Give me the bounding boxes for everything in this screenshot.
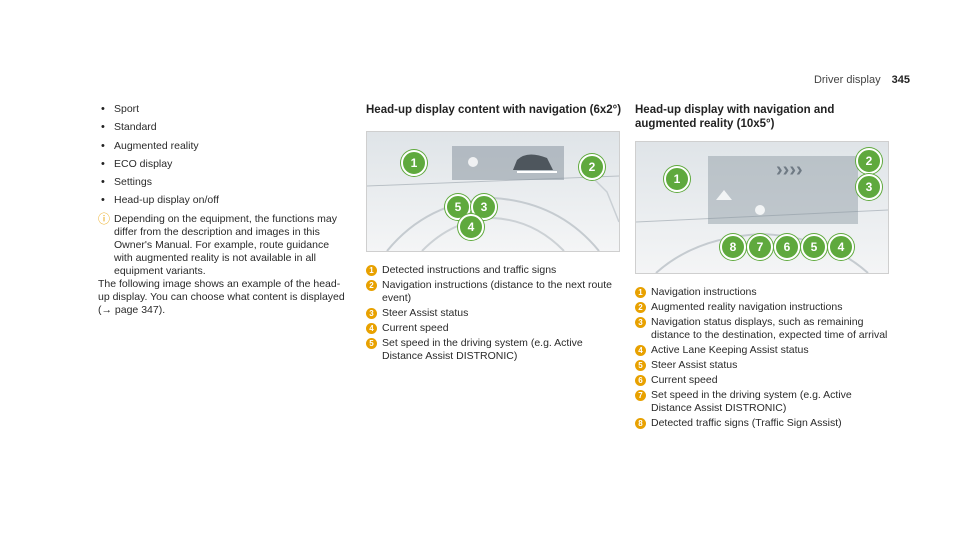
legend-text: Active Lane Keeping Assist status: [651, 344, 809, 356]
legend-item: 3 Navigation status displays, such as rem…: [635, 316, 895, 342]
page-number: 345: [891, 74, 910, 86]
legend-text: Set speed in the driving system (e.g. Ac…: [382, 337, 583, 362]
legend-item: 6 Current speed: [635, 374, 895, 387]
note-icon: ⓘ: [98, 211, 111, 226]
figure-legend: 1 Detected instructions and traffic signs…: [366, 264, 622, 363]
list-item: Sport: [98, 103, 350, 116]
legend-number: 4: [366, 323, 377, 334]
legend-item: 4 Current speed: [366, 322, 622, 335]
legend-item: 2 Augmented reality navigation instructio…: [635, 301, 895, 314]
legend-number: 1: [366, 265, 377, 276]
menu-option-list: Sport Standard Augmented reality ECO dis…: [98, 103, 350, 207]
hud-figure-6x2: 1 2 5 3 4: [366, 131, 620, 252]
legend-item: 4 Active Lane Keeping Assist status: [635, 344, 895, 357]
note-text: Depending on the equipment, the function…: [114, 212, 337, 277]
figure-legend: 1 Navigation instructions 2 Augmented real…: [635, 286, 895, 430]
hud-figure-10x5: ›››› 1 2 3 8 7 6 5 4: [635, 141, 889, 274]
legend-text: Set speed in the driving system (e.g. Ac…: [651, 389, 852, 414]
list-item: Settings: [98, 176, 350, 189]
legend-number: 2: [635, 302, 646, 313]
legend-item: 8 Detected traffic signs (Traffic Sign As…: [635, 417, 895, 430]
legend-number: 8: [635, 418, 646, 429]
legend-text: Augmented reality navigation instruction…: [651, 301, 843, 313]
section-heading: Head-up display with navigation and augm…: [635, 104, 835, 130]
legend-item: 5 Set speed in the driving system (e.g. A…: [366, 337, 622, 363]
paragraph: The following image shows an example of …: [98, 277, 345, 316]
callout-4: 4: [458, 214, 484, 240]
svg-text:››››: ››››: [776, 159, 803, 181]
callout-8: 8: [720, 234, 746, 260]
legend-number: 5: [635, 360, 646, 371]
legend-text: Current speed: [382, 322, 449, 334]
callout-6: 6: [774, 234, 800, 260]
legend-text: Navigation instructions (distance to the…: [382, 279, 612, 304]
legend-text: Detected instructions and traffic signs: [382, 264, 557, 276]
legend-text: Steer Assist status: [651, 359, 738, 371]
legend-text: Navigation instructions: [651, 286, 757, 298]
legend-item: 2 Navigation instructions (distance to th…: [366, 279, 622, 305]
legend-text: Steer Assist status: [382, 307, 469, 319]
legend-item: 5 Steer Assist status: [635, 359, 895, 372]
list-item: ECO display: [98, 158, 350, 171]
legend-number: 7: [635, 390, 646, 401]
info-note: ⓘ Depending on the equipment, the functi…: [98, 211, 350, 278]
legend-number: 5: [366, 338, 377, 349]
callout-3: 3: [471, 194, 497, 220]
callout-1: 1: [401, 150, 427, 176]
legend-number: 3: [366, 308, 377, 319]
callout-7: 7: [747, 234, 773, 260]
column-3: Head-up display with navigation and augm…: [635, 103, 895, 432]
column-2: Head-up display content with navigation …: [366, 103, 622, 365]
list-item: Head-up display on/off: [98, 194, 350, 207]
legend-number: 6: [635, 375, 646, 386]
callout-2: 2: [579, 154, 605, 180]
legend-item: 1 Navigation instructions: [635, 286, 895, 299]
callout-5: 5: [801, 234, 827, 260]
page-header: Driver display 345: [814, 74, 910, 86]
legend-item: 3 Steer Assist status: [366, 307, 622, 320]
callout-4: 4: [828, 234, 854, 260]
legend-text: Detected traffic signs (Traffic Sign Ass…: [651, 417, 842, 429]
legend-number: 1: [635, 287, 646, 298]
callout-2: 2: [856, 148, 882, 174]
list-item: Augmented reality: [98, 140, 350, 153]
legend-text: Navigation status displays, such as rema…: [651, 316, 888, 341]
legend-number: 2: [366, 280, 377, 291]
list-item: Standard: [98, 121, 350, 134]
legend-text: Current speed: [651, 374, 718, 386]
callout-1: 1: [664, 166, 690, 192]
callout-3: 3: [856, 174, 882, 200]
column-1: Sport Standard Augmented reality ECO dis…: [98, 103, 350, 317]
section-title: Driver display: [813, 74, 881, 86]
section-heading: Head-up display content with navigation …: [366, 104, 622, 116]
legend-number: 3: [635, 317, 646, 328]
legend-item: 1 Detected instructions and traffic signs: [366, 264, 622, 277]
dashboard-illustration: [367, 132, 619, 251]
legend-item: 7 Set speed in the driving system (e.g. A…: [635, 389, 895, 415]
legend-number: 4: [635, 345, 646, 356]
